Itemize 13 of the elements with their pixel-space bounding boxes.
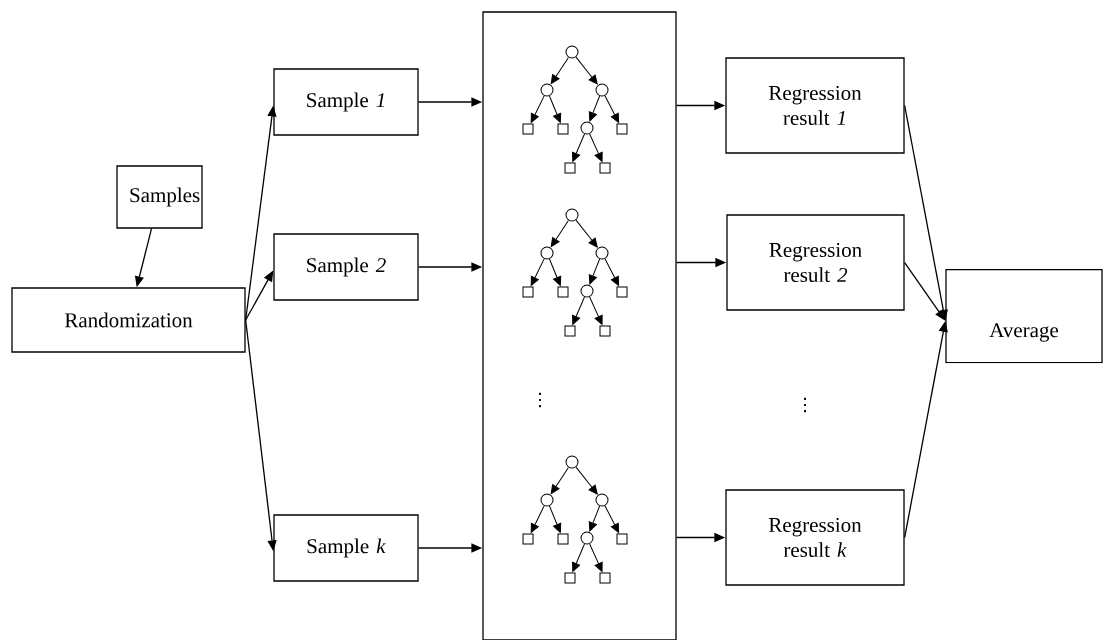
process-box: Samples (116, 165, 203, 229)
ellipsis: ⋮ (539, 392, 541, 408)
process-box: Randomization (11, 287, 246, 353)
process-box: Average (945, 269, 1103, 364)
process-box: Sample k (273, 514, 419, 582)
process-box: Sample 1 (273, 68, 419, 136)
process-box: Regression result 2 (726, 214, 905, 311)
process-box: Regression result k (725, 489, 905, 586)
ellipsis: ⋮ (804, 397, 806, 413)
process-box: Regression result 1 (725, 57, 905, 154)
ensemble-box (482, 11, 677, 640)
process-box: Sample 2 (273, 233, 419, 301)
arrow (904, 261, 946, 321)
